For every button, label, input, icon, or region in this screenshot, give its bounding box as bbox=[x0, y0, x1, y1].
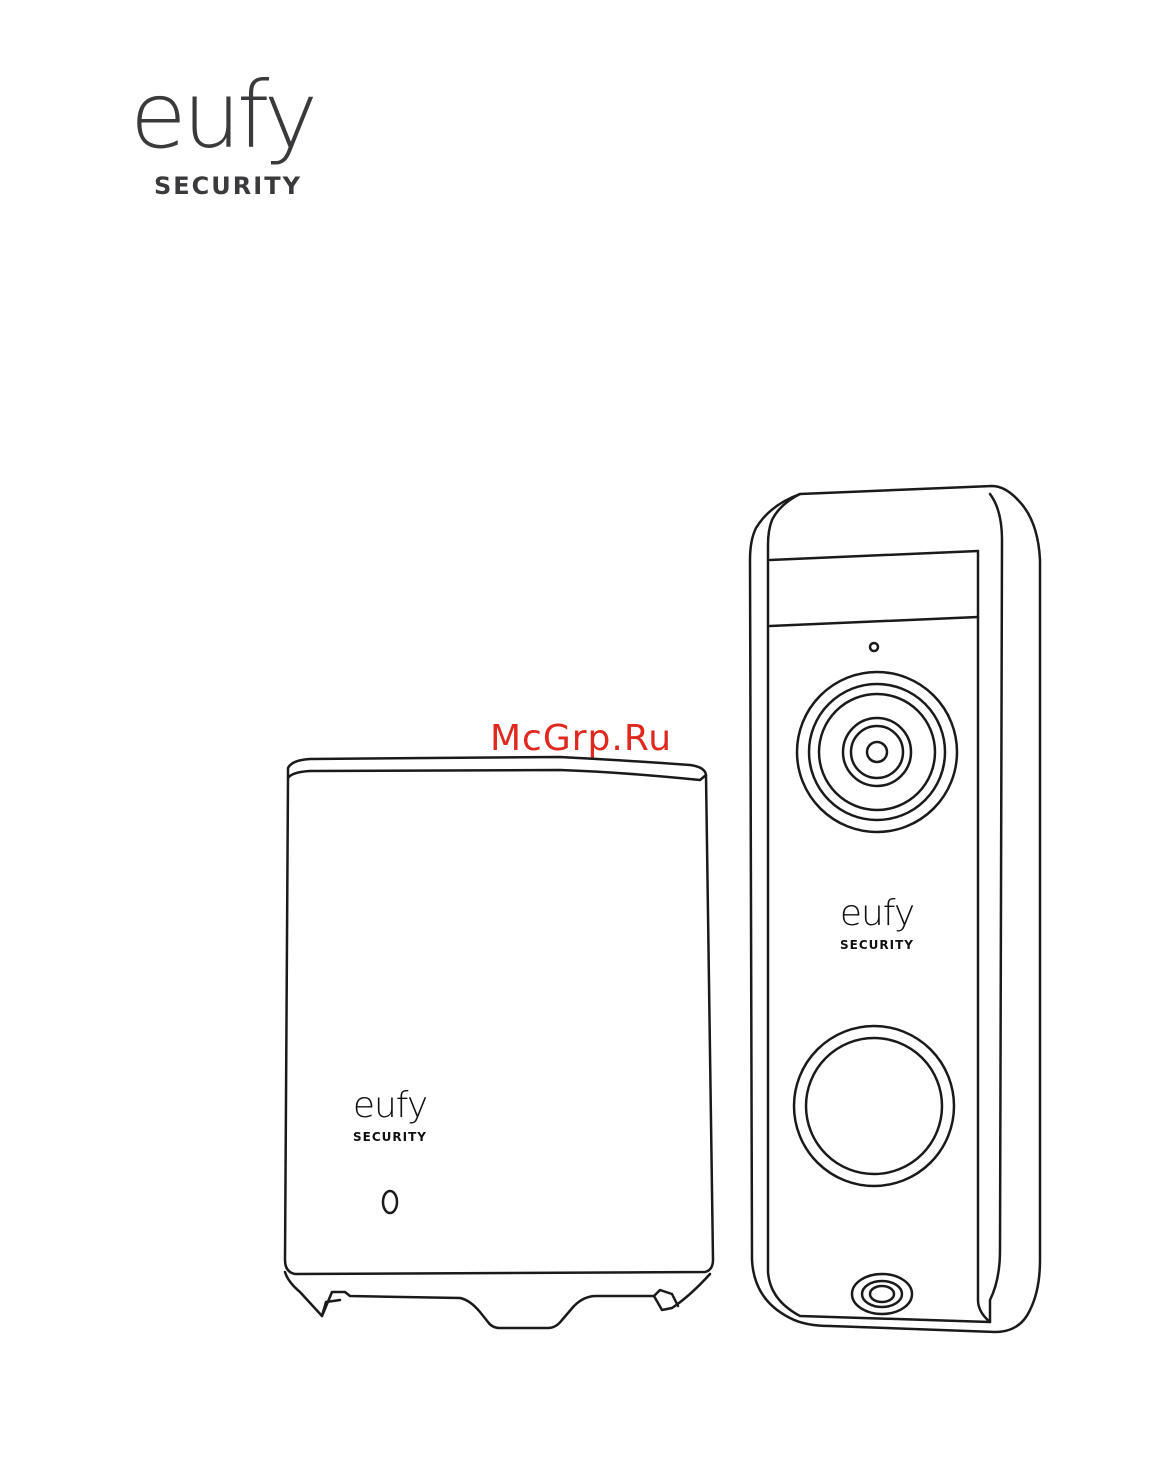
doorbell-camera-outer bbox=[797, 672, 957, 832]
homebase-feet bbox=[285, 1272, 710, 1328]
doorbell-logo: eufy SECURITY bbox=[832, 896, 922, 952]
doorbell-button-inner bbox=[806, 1038, 942, 1174]
doorbell-speaker-core bbox=[870, 1286, 894, 1302]
homebase-button bbox=[383, 1191, 397, 1213]
homebase-foot-left bbox=[322, 1300, 340, 1316]
doorbell-camera-ring bbox=[809, 684, 945, 820]
doorbell-sensor bbox=[870, 643, 878, 651]
doorbell-logo-wordmark: eufy bbox=[832, 896, 922, 932]
doorbell-top-band bbox=[770, 551, 978, 560]
doorbell-side-edge bbox=[978, 617, 990, 1322]
doorbell-lens-housing-inner bbox=[851, 726, 903, 778]
homebase-logo-wordmark: eufy bbox=[345, 1088, 435, 1124]
doorbell-lens bbox=[867, 742, 887, 762]
doorbell-button-outer bbox=[794, 1026, 954, 1186]
homebase-logo: eufy SECURITY bbox=[345, 1088, 435, 1144]
doorbell-lens-housing bbox=[843, 718, 911, 786]
homebase-body bbox=[285, 775, 713, 1274]
homebase-logo-subtitle: SECURITY bbox=[345, 1130, 435, 1144]
doorbell-top-band-lower bbox=[770, 617, 978, 626]
homebase-device bbox=[285, 757, 713, 1328]
watermark: McGrp.Ru bbox=[490, 718, 672, 759]
doorbell-camera-ring-inner bbox=[819, 694, 935, 810]
homebase-top-rim bbox=[288, 757, 706, 780]
doorbell-logo-subtitle: SECURITY bbox=[832, 938, 922, 952]
